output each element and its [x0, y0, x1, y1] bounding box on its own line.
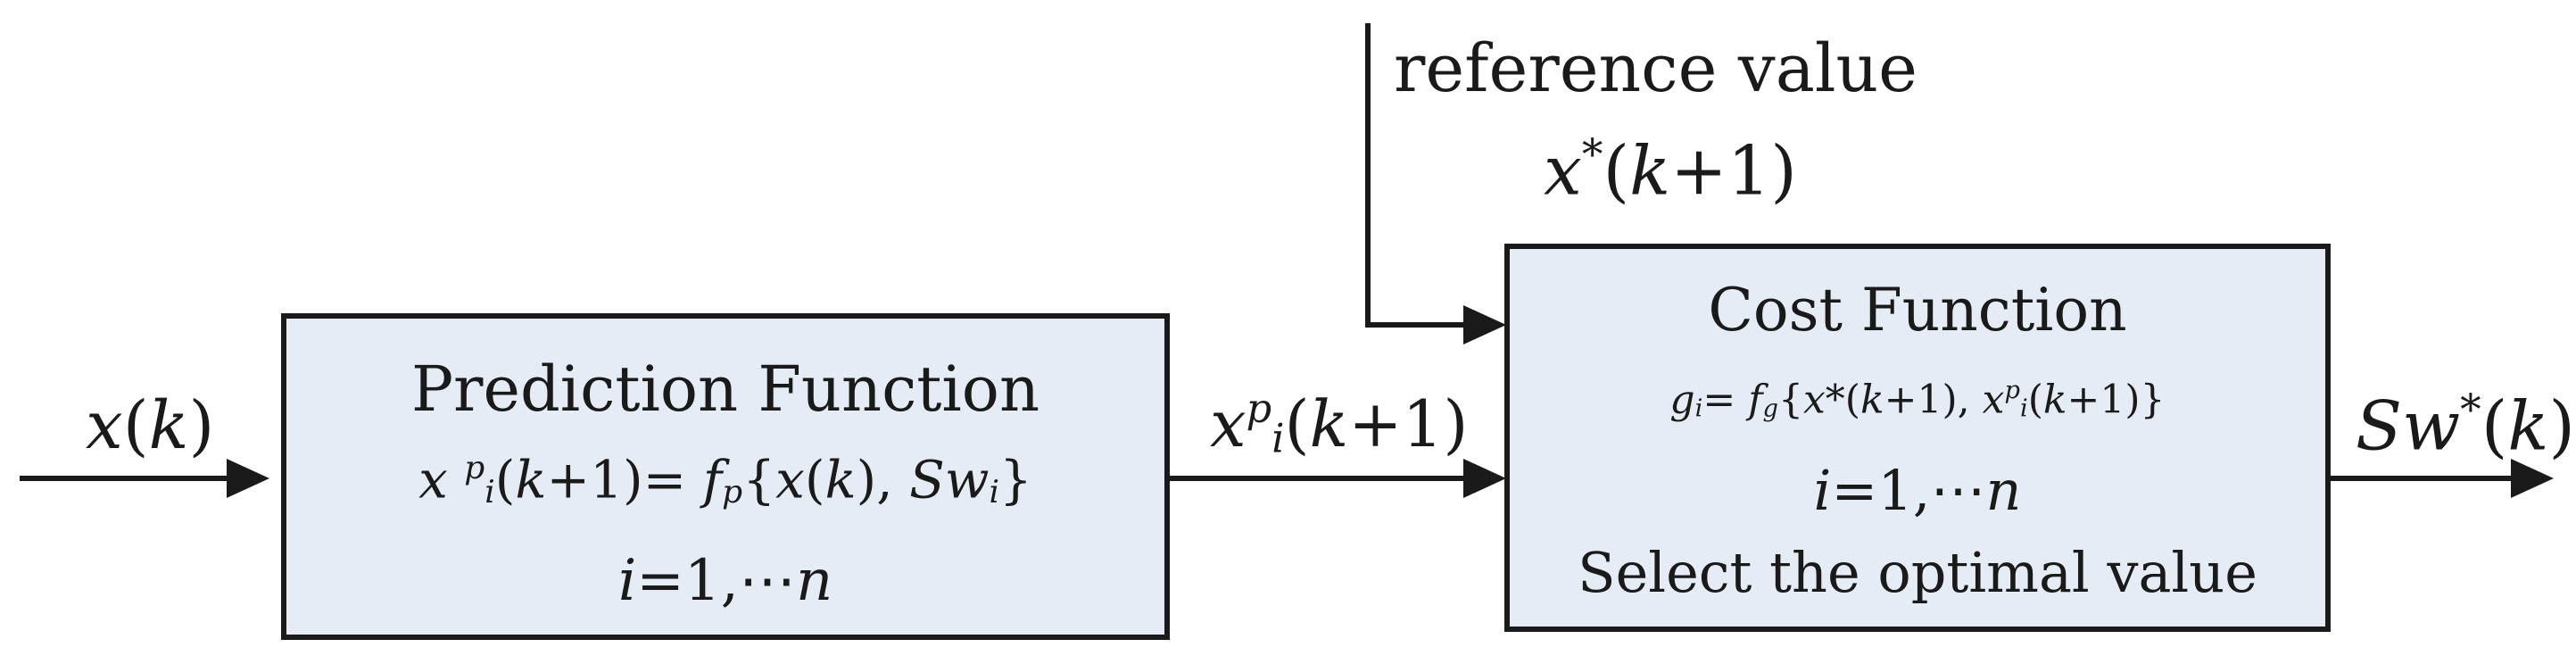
cost-eq-eq: = — [1702, 377, 1736, 423]
cost-eq-k2: k — [2042, 377, 2067, 423]
cost-eq-o1: ( — [1844, 377, 1860, 423]
input-arrowhead — [227, 459, 269, 498]
cost-title: Cost Function — [1708, 276, 2127, 344]
pred-eq-sw: Sw — [909, 449, 990, 510]
mid-k: k — [1309, 386, 1349, 461]
cost-eq-p2: p — [2004, 377, 2020, 404]
ref-x: x — [1544, 130, 1582, 211]
pred-eq-i: i — [485, 473, 495, 510]
mid-open: ( — [1284, 386, 1310, 461]
pred-eq-swi: i — [989, 473, 1000, 510]
cost-eq-r2: +1)} — [2067, 377, 2166, 423]
cost-eq-g: g — [1669, 377, 1695, 423]
cost-range: i=1,⋯n — [1510, 463, 2325, 519]
pred-eq-f: f — [702, 449, 723, 510]
pred-eq-open: ( — [494, 449, 516, 510]
output-close: ) — [2548, 386, 2576, 466]
pred-eq-xk-x: x — [775, 449, 805, 510]
input-open: ( — [122, 387, 149, 464]
output-arrowhead — [2511, 459, 2554, 498]
cost-eq-gi: i — [1694, 394, 1703, 423]
cost-eq-x2: x — [1982, 377, 2005, 423]
ref-star: * — [1581, 130, 1603, 179]
cost-range-rest: =1,⋯ — [1831, 458, 1986, 523]
cost-range-i: i — [1813, 458, 1832, 523]
cost-eq-fg: g — [1762, 394, 1778, 423]
cost-eq-brace: { — [1777, 377, 1803, 423]
pred-eq-p: p — [464, 450, 485, 486]
pred-range-n: n — [795, 548, 833, 614]
input-label: x(k) — [86, 393, 214, 459]
reference-symbol: x*(k+1) — [1544, 134, 1797, 204]
output-label: Sw*(k) — [2356, 389, 2575, 460]
ref-rest: +1) — [1670, 130, 1797, 211]
mid-i: i — [1271, 415, 1285, 462]
pred-eq-brace: { — [742, 449, 776, 510]
pred-range-rest: =1,⋯ — [636, 548, 796, 614]
output-open: ( — [2481, 386, 2508, 466]
output-star: * — [2460, 386, 2481, 435]
prediction-range: i=1,⋯n — [286, 552, 1164, 610]
mid-x: x — [1210, 386, 1247, 461]
pred-eq-xk-open: ( — [804, 449, 825, 510]
cost-eq-x1: x — [1802, 377, 1826, 423]
ref-k: k — [1629, 130, 1671, 211]
cost-equation: gi= fg{x*(k+1), xpi(k+1)} — [1510, 378, 2325, 421]
mid-p: p — [1246, 386, 1272, 432]
pred-eq-end: } — [999, 449, 1032, 510]
cost-eq-o2: ( — [2027, 377, 2043, 423]
input-close: ) — [188, 387, 215, 464]
middle-arrowhead — [1463, 459, 1506, 498]
cost-eq-i2: i — [2019, 394, 2028, 423]
pred-eq-x: x — [418, 449, 448, 510]
cost-select-text: Select the optimal value — [1578, 540, 2257, 605]
ref-open: ( — [1603, 130, 1630, 211]
cost-range-n: n — [1985, 458, 2022, 523]
cost-eq-f: f — [1748, 377, 1763, 423]
pred-eq-plus1: +1)= — [546, 449, 687, 510]
prediction-function-block: Prediction Function x pi(k+1)= fp{x(k), … — [281, 313, 1170, 640]
prediction-output-label: xpi(k+1) — [1210, 389, 1468, 459]
pred-eq-k: k — [515, 449, 547, 510]
pred-eq-fp: p — [722, 473, 743, 510]
pred-eq-xk-k: k — [824, 449, 857, 510]
reference-label: reference value — [1394, 30, 1918, 107]
input-x: x — [86, 387, 123, 464]
pred-eq-xk-close: ), — [856, 449, 893, 510]
prediction-title: Prediction Function — [410, 353, 1040, 426]
cost-eq-s1: * — [1825, 377, 1845, 423]
cost-eq-r1: +1), — [1884, 377, 1970, 423]
mid-rest: +1) — [1348, 386, 1469, 461]
output-sw: Sw — [2356, 386, 2461, 466]
pred-range-i: i — [617, 548, 637, 614]
reference-arrowhead — [1463, 305, 1506, 344]
prediction-equation: x pi(k+1)= fp{x(k), Swi} — [286, 452, 1164, 509]
cost-function-block: Cost Function gi= fg{x*(k+1), xpi(k+1)} … — [1504, 244, 2331, 632]
input-k: k — [148, 387, 189, 464]
cost-eq-k1: k — [1860, 377, 1884, 423]
output-k: k — [2507, 386, 2549, 466]
